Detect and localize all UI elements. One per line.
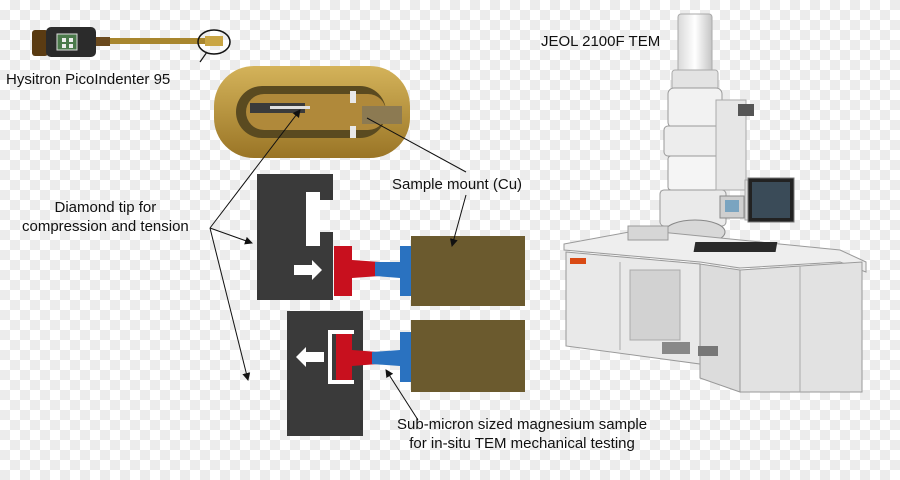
sample-label-line1: Sub-micron sized magnesium sample <box>397 416 648 433</box>
tem-title: JEOL 2100F TEM <box>541 33 661 50</box>
indenter-title: Hysitron PicoIndenter 95 <box>6 71 171 88</box>
diamond-tip-label-line1: Diamond tip for <box>54 199 157 216</box>
copper-mount-bottom <box>411 320 525 392</box>
picoindenter-holder-image <box>32 27 231 63</box>
sample-compression <box>334 246 416 296</box>
diamond-tip-label-line2: compression and tension <box>22 218 189 235</box>
pointer-lines <box>209 109 467 421</box>
sample-label: Sub-micron sized magnesium sample for in… <box>397 415 647 453</box>
tem-microscope-image <box>563 13 867 393</box>
holder-tip-closeup <box>214 66 410 158</box>
diamond-tip-compression <box>257 174 333 300</box>
sample-mount-label: Sample mount (Cu) <box>392 176 523 193</box>
sample-label-line2: for in-situ TEM mechanical testing <box>409 435 635 452</box>
copper-mount-top <box>411 236 525 306</box>
sample-tension <box>336 332 416 382</box>
diamond-tip-label: Diamond tip for compression and tension <box>22 198 189 236</box>
